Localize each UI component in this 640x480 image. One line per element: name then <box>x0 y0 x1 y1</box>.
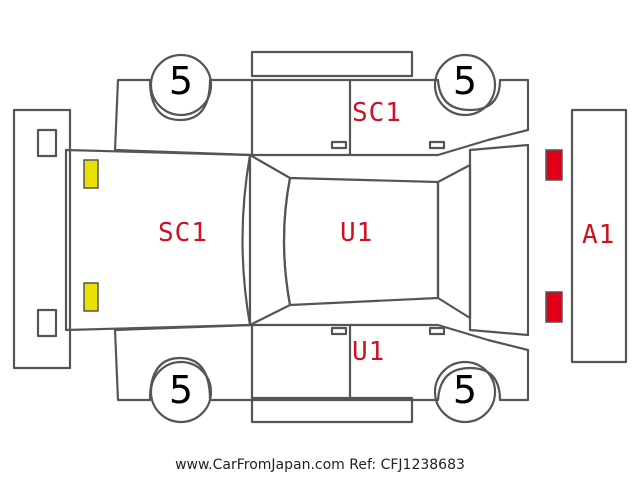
trunk-outline <box>468 143 530 337</box>
front-bumper-slot-top <box>36 128 58 158</box>
rear-window <box>436 163 472 320</box>
wheel-rear-left-ring <box>149 360 213 424</box>
bottom-sill-bar <box>250 396 414 424</box>
taillight-top <box>545 149 563 181</box>
headlight-bottom <box>83 282 99 312</box>
label-hood: SC1 <box>158 218 208 248</box>
wheel-front-right-rating: 5 <box>452 59 478 103</box>
wheel-rear-right-ring <box>433 360 497 424</box>
rear-bumper <box>570 108 628 364</box>
handle-bottom-front <box>330 326 348 336</box>
top-sill-bar <box>250 50 414 78</box>
watermark-text: www.CarFromJapan.com Ref: CFJ1238683 <box>175 457 465 473</box>
handle-bottom-rear <box>428 326 446 336</box>
headlight-top <box>83 159 99 189</box>
front-bumper-slot-bottom <box>36 308 58 338</box>
wheel-front-right-ring <box>433 53 497 117</box>
wheel-rear-right-rating: 5 <box>452 368 478 412</box>
label-side-top: SC1 <box>352 98 402 128</box>
label-roof: U1 <box>340 218 374 248</box>
roof-outline <box>282 176 440 307</box>
handle-top-front <box>330 140 348 150</box>
handle-top-rear <box>428 140 446 150</box>
upper-side-body <box>113 78 530 157</box>
wheel-front-left-rating: 5 <box>168 59 194 103</box>
wheel-rear-left-rating: 5 <box>168 368 194 412</box>
label-rear: A1 <box>582 220 616 250</box>
label-side-bottom: U1 <box>352 337 386 367</box>
lower-side-body <box>113 323 530 402</box>
taillight-bottom <box>545 291 563 323</box>
wheel-front-left-ring <box>149 53 213 117</box>
front-bumper <box>12 108 72 370</box>
